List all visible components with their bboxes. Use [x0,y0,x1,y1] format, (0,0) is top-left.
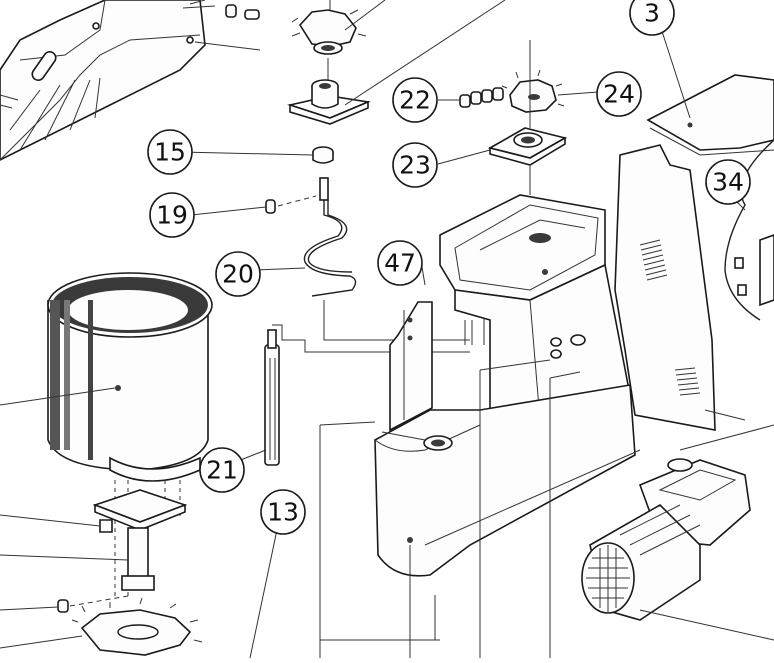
motor-plate-23 [487,40,568,195]
bushing-15 [312,146,334,164]
callout-15-label: 15 [154,138,186,167]
callout-13: 13 [260,489,306,535]
bracket-47 [389,301,433,432]
callout-21-label: 21 [206,456,238,485]
shaft-21 [264,324,470,466]
bearing-plate-top [286,58,371,125]
callout-19: 19 [149,192,195,238]
callout-22-label: 22 [399,86,431,115]
callout-21: 21 [199,447,245,493]
callout-20: 20 [215,251,261,297]
callout-15: 15 [147,129,193,175]
callout-24-label: 24 [603,80,635,109]
callout-leaders [179,0,746,659]
callout-47-label: 47 [384,249,416,278]
callout-34: 34 [705,159,751,205]
callout-23: 23 [392,142,438,188]
callout-47: 47 [377,240,423,286]
callout-3: 3 [629,0,675,36]
drive-motor [581,424,774,641]
callout-19-label: 19 [156,201,188,230]
sprocket-24 [501,69,599,113]
bowl-sprocket [0,597,203,656]
bowl-drive-shaft [0,480,188,613]
pin-19 [265,195,317,214]
base-leader-lines [319,359,581,658]
callout-22: 22 [392,77,438,123]
bowl-guard [0,0,261,161]
callout-24: 24 [596,71,642,117]
callout-20-label: 20 [222,260,254,289]
chain-22 [459,87,504,108]
callout-23-label: 23 [399,151,431,180]
top-sprocket [291,9,367,55]
callout-13-label: 13 [267,498,299,527]
mixing-bowl [0,272,213,482]
callout-34-label: 34 [712,168,744,197]
side-panel [614,144,746,431]
top-cover-3 [646,74,774,156]
callout-3-label: 3 [644,0,660,28]
screw-set-top [182,0,260,20]
machine-body [374,194,641,577]
